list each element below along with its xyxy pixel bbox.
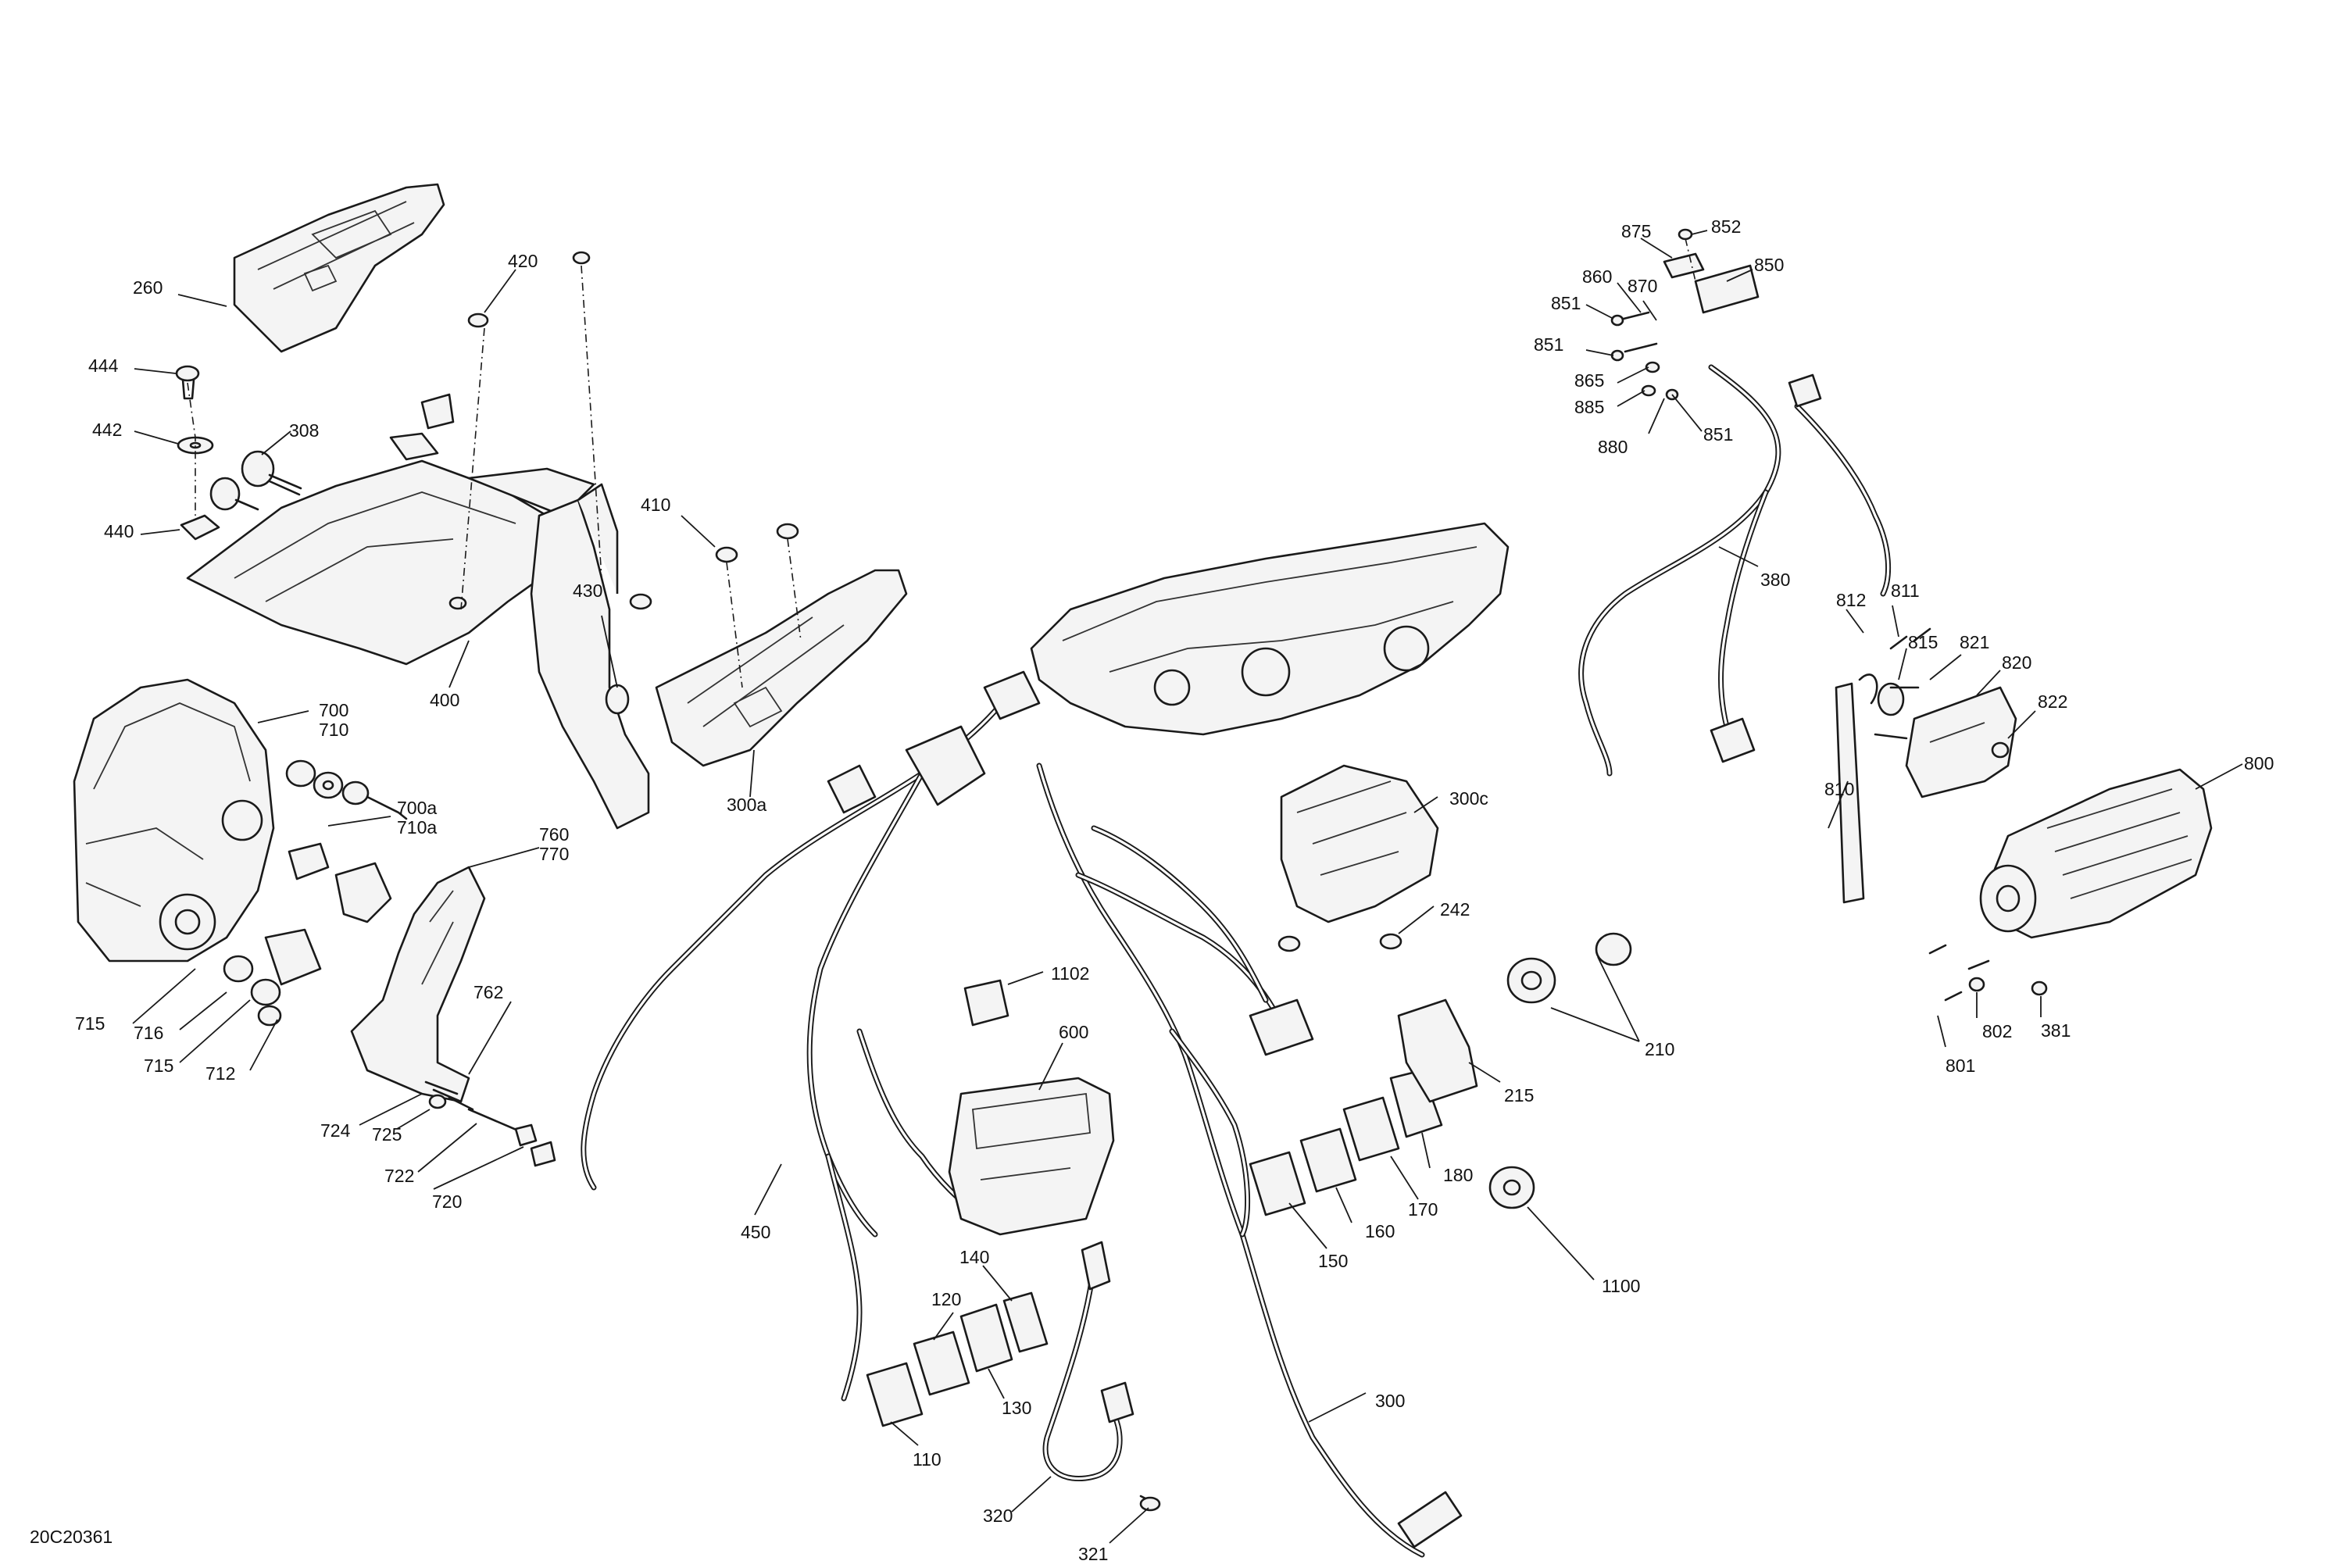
callout-300c: 300c — [1449, 788, 1488, 809]
callout-600: 600 — [1059, 1022, 1088, 1042]
callout-444: 444 — [88, 355, 119, 376]
callout-715-bottom: 715 — [144, 1055, 173, 1076]
callout-865: 865 — [1574, 370, 1604, 391]
callout-885: 885 — [1574, 397, 1604, 417]
callout-870: 870 — [1628, 276, 1657, 296]
callout-420: 420 — [508, 251, 538, 271]
callout-880: 880 — [1598, 437, 1628, 457]
callout-815: 815 — [1908, 632, 1938, 652]
callout-800: 800 — [2244, 753, 2274, 773]
callout-180: 180 — [1443, 1165, 1473, 1185]
callout-242: 242 — [1440, 899, 1470, 920]
part-1102-switch — [963, 979, 1009, 1027]
part-300-main-harness — [581, 670, 1463, 1558]
callout-810: 810 — [1824, 779, 1854, 799]
switches-150-180 — [1249, 1069, 1443, 1216]
callout-712: 712 — [205, 1063, 235, 1084]
callout-724: 724 — [320, 1120, 351, 1141]
callout-442: 442 — [92, 420, 122, 440]
callout-410: 410 — [641, 495, 670, 515]
callout-762: 762 — [473, 982, 503, 1002]
callout-140: 140 — [959, 1247, 989, 1267]
part-700-headlight-housing — [73, 678, 275, 963]
callout-308: 308 — [289, 420, 319, 441]
bulbs-washers-left — [223, 759, 408, 1027]
callout-700a: 700a — [397, 798, 437, 818]
callout-130: 130 — [1002, 1398, 1031, 1418]
callout-850: 850 — [1754, 255, 1784, 275]
part-300a-bracket — [655, 523, 908, 767]
hardware-420-430 — [467, 251, 652, 715]
part-dashboard-frame — [1030, 522, 1510, 736]
callout-860: 860 — [1582, 266, 1612, 287]
part-380-winch-harness — [1578, 364, 1891, 777]
callout-160: 160 — [1365, 1221, 1395, 1241]
part-320-sub-harness — [1042, 1241, 1161, 1512]
switches-110-140 — [866, 1291, 1049, 1427]
hardware-left — [175, 365, 302, 541]
part-820-fairlead — [1874, 686, 2017, 798]
callout-851-c: 851 — [1703, 424, 1733, 445]
part-260-cover — [233, 183, 445, 353]
callout-450: 450 — [741, 1222, 770, 1242]
part-810-winch-rope — [1835, 627, 1931, 904]
part-760-lamp-bracket — [350, 866, 486, 1111]
callout-760: 760 — [539, 824, 569, 845]
callout-875: 875 — [1621, 221, 1651, 241]
callout-725: 725 — [372, 1124, 402, 1145]
assembly-lines — [187, 238, 1696, 688]
callout-150: 150 — [1318, 1251, 1348, 1271]
callout-1102: 1102 — [1051, 963, 1089, 984]
part-300c-fuse-box — [1277, 764, 1439, 952]
hardware-720-series — [424, 1080, 556, 1167]
callout-400: 400 — [430, 690, 459, 710]
callout-710a: 710a — [397, 817, 437, 838]
callout-820: 820 — [2002, 652, 2031, 673]
callout-110: 110 — [913, 1449, 942, 1470]
callout-811: 811 — [1891, 580, 1920, 601]
callout-260: 260 — [133, 277, 163, 298]
part-400-bracket — [186, 393, 650, 830]
callout-720: 720 — [432, 1191, 462, 1212]
callout-120: 120 — [931, 1289, 961, 1309]
callout-381: 381 — [2041, 1020, 2071, 1041]
callout-321: 321 — [1078, 1544, 1108, 1564]
callout-labels: 260 444 442 440 308 420 400 410 430 300a… — [75, 216, 2274, 1564]
part-850-relay-assembly — [1610, 228, 1760, 401]
callout-715-top: 715 — [75, 1013, 105, 1034]
callout-210: 210 — [1645, 1039, 1674, 1059]
callout-821: 821 — [1960, 632, 1989, 652]
callout-170: 170 — [1408, 1199, 1438, 1220]
callout-722: 722 — [384, 1166, 414, 1186]
callout-822: 822 — [2038, 691, 2067, 712]
callout-716: 716 — [134, 1023, 163, 1043]
callout-380: 380 — [1760, 570, 1790, 590]
callout-1100: 1100 — [1602, 1276, 1640, 1296]
callout-852: 852 — [1711, 216, 1741, 237]
diagram-code: 20C20361 — [30, 1527, 113, 1547]
parts-215-210-1100 — [1397, 932, 1632, 1209]
callout-300a: 300a — [727, 795, 766, 815]
callout-812: 812 — [1836, 590, 1866, 610]
part-600-display — [948, 1077, 1115, 1236]
callout-700: 700 — [319, 700, 348, 720]
callout-320: 320 — [983, 1505, 1013, 1526]
callout-215: 215 — [1504, 1085, 1534, 1105]
callout-801: 801 — [1946, 1055, 1975, 1076]
callout-430: 430 — [573, 580, 602, 601]
callout-440: 440 — [104, 521, 134, 541]
leader-lines — [132, 230, 2243, 1544]
callout-770: 770 — [539, 844, 569, 864]
part-800-winch — [1928, 768, 2213, 1002]
callout-851-a: 851 — [1551, 293, 1581, 313]
callout-300: 300 — [1375, 1391, 1405, 1411]
callout-851-b: 851 — [1534, 334, 1563, 355]
callout-802: 802 — [1982, 1021, 2012, 1041]
callout-710: 710 — [319, 720, 348, 740]
